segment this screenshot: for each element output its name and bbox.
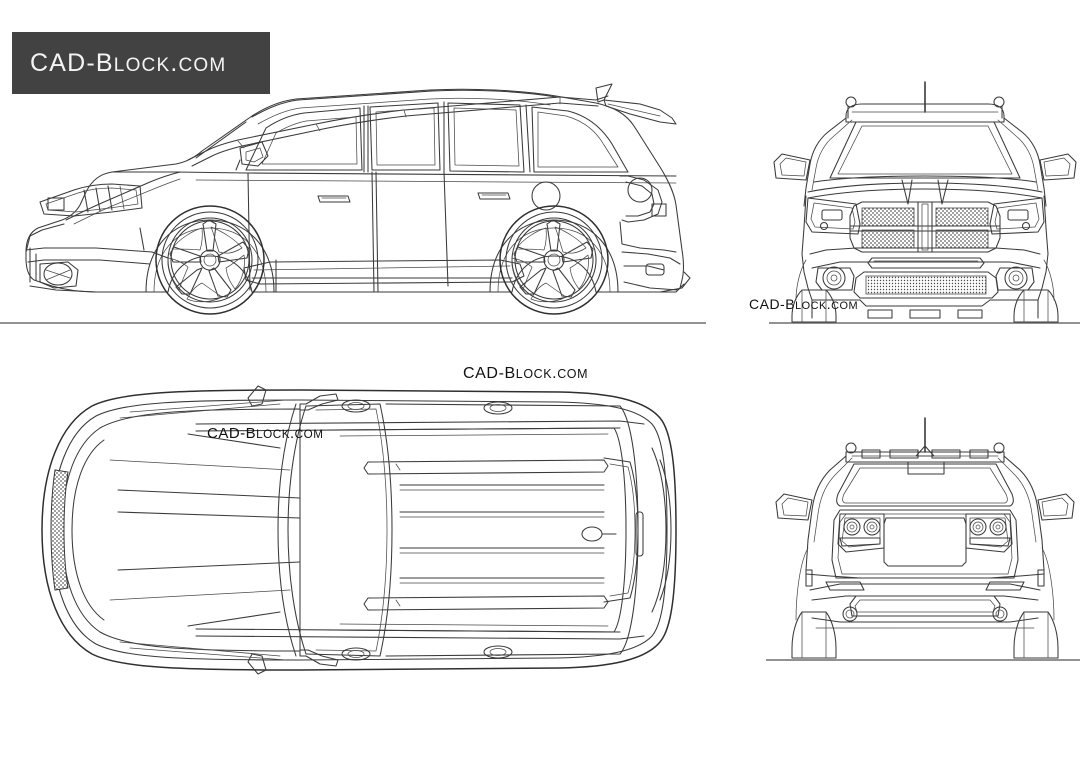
watermark-top-dot: .: [290, 425, 295, 442]
watermark-center: CAD-BLOCK.COM: [463, 365, 588, 383]
watermark-center-com: COM: [557, 367, 589, 381]
side-view-group: [25, 83, 691, 315]
watermark-center-lock: LOCK: [515, 367, 553, 381]
rear-view-group: [775, 417, 1075, 659]
cad-block-logo-badge[interactable]: CAD-BLOCK.COM: [12, 32, 270, 94]
watermark-top-com: COM: [294, 428, 324, 441]
front-view-right-wheel: [1013, 289, 1059, 323]
rear-view-left-wheel: [791, 611, 837, 659]
logo-text-dot: .: [170, 48, 179, 77]
watermark-front-com: COM: [831, 300, 859, 312]
watermark-center-main: CAD-B: [463, 365, 516, 382]
watermark-front-lock: LOCK: [795, 300, 827, 312]
front-view-group: [773, 81, 1077, 323]
side-view-rear-wheel: [499, 205, 609, 315]
logo-text-com: COM: [178, 54, 227, 76]
top-view-group: [41, 385, 677, 675]
logo-text-lock: LOCK: [113, 54, 171, 76]
watermark-top-lock: LOCK: [256, 428, 290, 441]
watermark-front-view: CAD-BLOCK.COM: [749, 296, 858, 312]
logo-text: CAD-BLOCK.COM: [30, 49, 226, 78]
watermark-top-main: CAD-B: [207, 425, 257, 442]
logo-text-main: CAD-B: [30, 48, 114, 77]
watermark-front-main: CAD-B: [749, 296, 796, 312]
watermark-top-view: CAD-BLOCK.COM: [207, 425, 323, 442]
watermark-front-dot: .: [826, 296, 832, 312]
side-view-front-wheel: [155, 205, 265, 315]
watermark-center-dot: .: [552, 365, 558, 382]
rear-view-right-wheel: [1013, 611, 1059, 659]
